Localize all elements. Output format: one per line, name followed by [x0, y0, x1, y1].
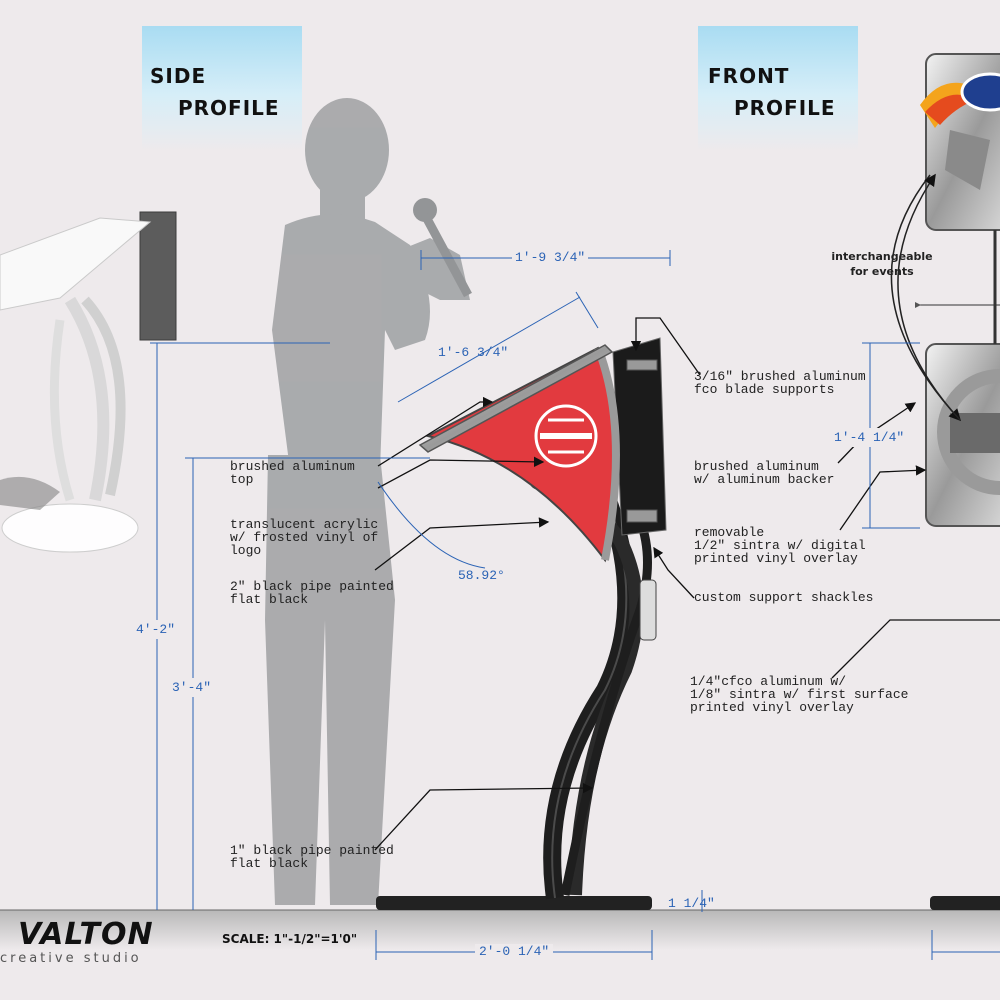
dim-top-depth: 1'-6 3/4"	[438, 345, 509, 360]
callout-aluminum-backer: brushed aluminum w/ aluminum backer	[694, 459, 835, 487]
callout-blade-supports: 3/16" brushed aluminum fco blade support…	[694, 369, 866, 397]
callout-cfco-aluminum: 1/4"cfco aluminum w/ 1/8" sintra w/ firs…	[690, 674, 909, 715]
callout-brushed-top: brushed aluminum top	[230, 459, 355, 487]
front-podium	[376, 337, 667, 910]
front-header-line1: FRONT	[708, 64, 790, 88]
dim-base-height: 1 1/4"	[668, 896, 715, 911]
callout-support-shackles: custom support shackles	[694, 590, 874, 605]
dim-sign-height: 1'-4 1/4"	[834, 428, 905, 447]
dim-angle: 58.92°	[458, 568, 505, 583]
callout-1in-pipe: 1" black pipe painted flat black	[230, 843, 394, 871]
event-sign-bottom	[925, 343, 1000, 527]
front-profile-header: FRONT PROFILE	[698, 26, 858, 151]
person-silhouette	[265, 98, 472, 905]
callout-2in-pipe: 2" black pipe painted flat black	[230, 579, 394, 607]
dim-top-height: 3'-4"	[172, 678, 212, 697]
callout-interchangeable: interchangeable for events	[831, 250, 933, 278]
studio-logo-tagline: creative studio	[0, 951, 142, 966]
side-header-line1: SIDE	[150, 64, 207, 88]
studio-logo-wordmark: VALTON	[18, 917, 154, 952]
callout-removable-sintra: removable 1/2" sintra w/ digital printed…	[694, 525, 866, 566]
dim-total-height: 4'-2"	[136, 620, 176, 639]
callout-acrylic: translucent acrylic w/ frosted vinyl of …	[230, 517, 379, 558]
drawing-scale: SCALE: 1"-1/2"=1'0"	[222, 932, 358, 946]
event-sign-top	[920, 53, 1000, 231]
callout-leaders	[374, 317, 1000, 851]
front-header-line2: PROFILE	[734, 96, 836, 120]
dim-base-width: 2'-0 1/4"	[475, 944, 554, 959]
ground-band	[0, 910, 1000, 950]
side-header-line2: PROFILE	[178, 96, 280, 120]
dim-top-width: 1'-9 3/4"	[512, 250, 589, 265]
side-podium-rendering	[0, 211, 177, 553]
side-profile-header: SIDE PROFILE	[142, 26, 302, 151]
